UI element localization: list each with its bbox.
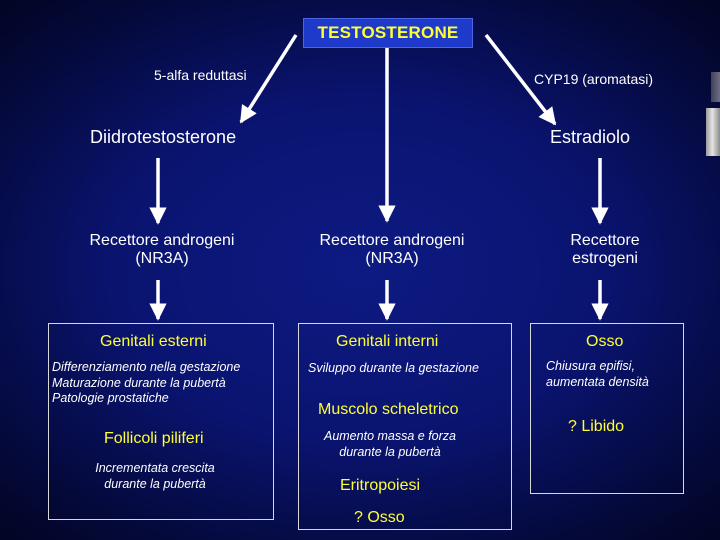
box-left-sub-effect-1: Incrementata crescita xyxy=(95,461,215,475)
box-center-effect-1: Sviluppo durante la gestazione xyxy=(308,361,479,375)
scrollbar-decoration xyxy=(711,72,720,102)
title-box: TESTOSTERONE xyxy=(303,18,473,48)
receptor-center-line1: Recettore androgeni xyxy=(319,232,465,249)
effects-box-center xyxy=(298,323,512,530)
effects-box-left xyxy=(48,323,274,520)
box-left-heading: Genitali esterni xyxy=(100,333,207,350)
box-left-effect-1: Differenziamento nella gestazione xyxy=(52,360,241,374)
arrow-to-dht xyxy=(239,34,298,124)
box-center-sub-effects: Aumento massa e forza durante la pubertà xyxy=(300,429,480,460)
box-center-heading: Genitali interni xyxy=(336,333,439,350)
receptor-left-line1: Recettore androgeni xyxy=(89,232,235,249)
box-left-effect-2: Maturazione durante la pubertà xyxy=(52,375,226,390)
box-right-heading: Osso xyxy=(586,333,624,350)
box-left-sub-effect-2: durante la pubertà xyxy=(104,476,206,491)
box-right-effect-1: Chiusura epifisi, xyxy=(546,359,635,373)
receptor-left: Recettore androgeni (NR3A) xyxy=(62,232,262,269)
box-right-subheading: ? Libido xyxy=(568,418,625,435)
receptor-left-line2: (NR3A) xyxy=(135,250,189,268)
box-left-subheading: Follicoli piliferi xyxy=(104,430,204,447)
box-center-extra-1: Eritropoiesi xyxy=(340,477,421,494)
arrow-to-estradiol xyxy=(484,33,557,126)
box-right-effect-2: aumentata densità xyxy=(546,374,649,389)
title: TESTOSTERONE xyxy=(317,23,459,42)
box-center-extra-2: ? Osso xyxy=(354,509,405,526)
effects-box-right xyxy=(530,323,684,494)
receptor-right: Recettore estrogeni xyxy=(540,232,670,269)
enzyme-right-label: CYP19 (aromatasi) xyxy=(534,71,654,87)
scrollbar-thumb-decoration xyxy=(706,108,720,156)
box-left-effect-3: Patologie prostatiche xyxy=(52,391,169,406)
box-center-sub-effect-1: Aumento massa e forza xyxy=(323,429,456,443)
enzyme-left-label: 5-alfa reduttasi xyxy=(154,67,247,83)
box-left-effects: Differenziamento nella gestazione Matura… xyxy=(52,360,240,407)
box-left-sub-effects: Incrementata crescita durante la pubertà xyxy=(70,461,240,492)
box-center-sub-effect-2: durante la pubertà xyxy=(339,444,441,459)
box-center-subheading: Muscolo scheletrico xyxy=(318,401,459,418)
product-right-label: Estradiolo xyxy=(550,127,631,147)
product-left-label: Diidrotestosterone xyxy=(90,127,237,147)
receptor-center-line2: (NR3A) xyxy=(365,250,419,268)
receptor-right-line1: Recettore xyxy=(570,232,640,249)
receptor-right-line2: estrogeni xyxy=(572,250,638,268)
receptor-center: Recettore androgeni (NR3A) xyxy=(292,232,492,269)
box-right-effects: Chiusura epifisi, aumentata densità xyxy=(546,359,649,390)
